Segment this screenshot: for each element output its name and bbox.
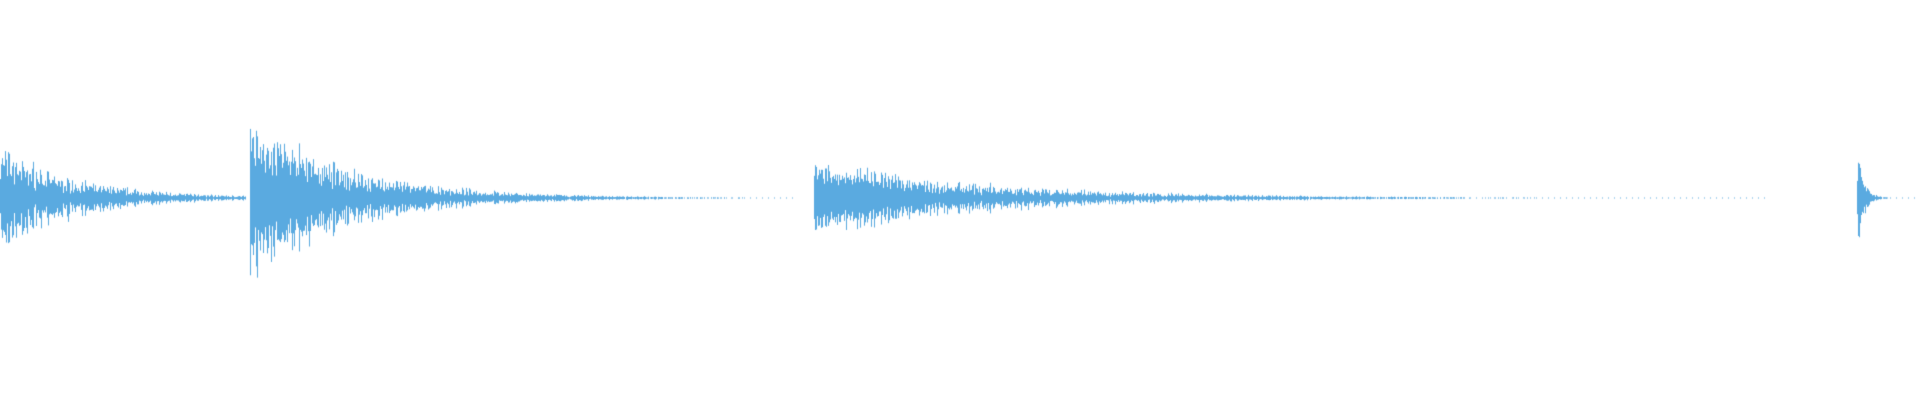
audio-waveform[interactable]	[0, 0, 1920, 400]
waveform-view[interactable]	[0, 0, 1920, 400]
